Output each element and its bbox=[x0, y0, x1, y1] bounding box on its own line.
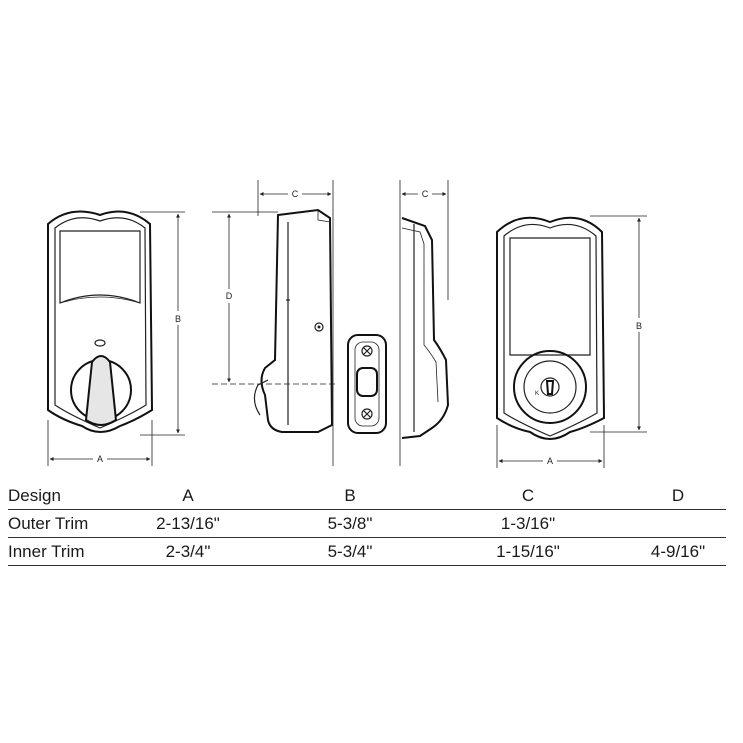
dim-label-front-a: A bbox=[97, 454, 103, 464]
cell-c: 1-15/16" bbox=[496, 542, 560, 561]
svg-text:K: K bbox=[535, 391, 539, 397]
cell-a: 2-3/4" bbox=[165, 542, 211, 561]
strike-plate-icon bbox=[347, 334, 387, 434]
dim-label-front-b: B bbox=[175, 314, 181, 324]
exterior-trim-front-view: K bbox=[496, 216, 606, 440]
row-label: Outer Trim bbox=[8, 514, 89, 533]
dim-label-thin-c: C bbox=[422, 189, 429, 199]
header-c: C bbox=[521, 486, 535, 505]
thumbturn-icon bbox=[84, 355, 118, 426]
cell-b: 5-3/8" bbox=[327, 514, 373, 533]
keyway-icon bbox=[540, 377, 560, 397]
table-row: Inner Trim 2-3/4" 5-3/4" 1-15/16" 4-9/16… bbox=[8, 539, 728, 567]
keyed-cylinder-rose-icon bbox=[513, 350, 587, 424]
header-a: A bbox=[182, 486, 194, 505]
header-design: Design bbox=[8, 486, 61, 505]
table-header-row: Design A B C D bbox=[8, 483, 728, 511]
dim-label-side-c: C bbox=[292, 189, 299, 199]
dim-label-rear-a: A bbox=[547, 456, 553, 466]
dim-label-rear-b: B bbox=[636, 321, 642, 331]
row-label: Inner Trim bbox=[8, 542, 85, 561]
interior-side-view bbox=[253, 208, 334, 433]
cell-a: 2-13/16" bbox=[156, 514, 220, 533]
cell-c: 1-3/16" bbox=[500, 514, 556, 533]
table-divider bbox=[8, 509, 726, 510]
cell-b: 5-3/4" bbox=[327, 542, 373, 561]
dim-label-side-d: D bbox=[226, 291, 233, 301]
exterior-side-view bbox=[399, 180, 450, 466]
header-b: B bbox=[344, 486, 356, 505]
status-led-icon bbox=[94, 339, 106, 347]
header-d: D bbox=[671, 486, 685, 505]
table-divider bbox=[8, 537, 726, 538]
cell-d: 4-9/16" bbox=[650, 542, 706, 561]
table-divider bbox=[8, 565, 726, 566]
table-row: Outer Trim 2-13/16" 5-3/8" 1-3/16" bbox=[8, 511, 728, 539]
interior-trim-front-view bbox=[47, 210, 154, 433]
